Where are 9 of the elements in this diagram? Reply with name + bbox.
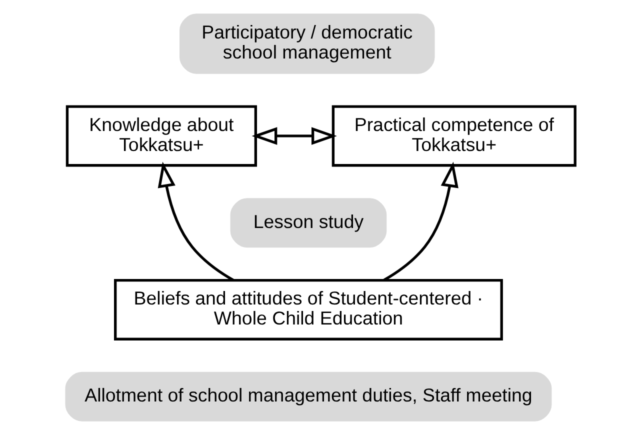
node-box: Practical competence of Tokkatsu+ bbox=[332, 104, 576, 166]
node-box: Participatory / democratic school management bbox=[180, 13, 435, 74]
node-box: Knowledge about Tokkatsu+ bbox=[66, 104, 258, 166]
arrow bbox=[383, 161, 458, 281]
arrow bbox=[252, 126, 337, 144]
arrow bbox=[158, 161, 234, 281]
node-box: Beliefs and attitudes of Student-centered · Whole Child Education bbox=[114, 278, 503, 340]
node-box: Allotment of school management duties, Staff meeting bbox=[65, 371, 552, 421]
node-box: Lesson study bbox=[230, 198, 387, 248]
